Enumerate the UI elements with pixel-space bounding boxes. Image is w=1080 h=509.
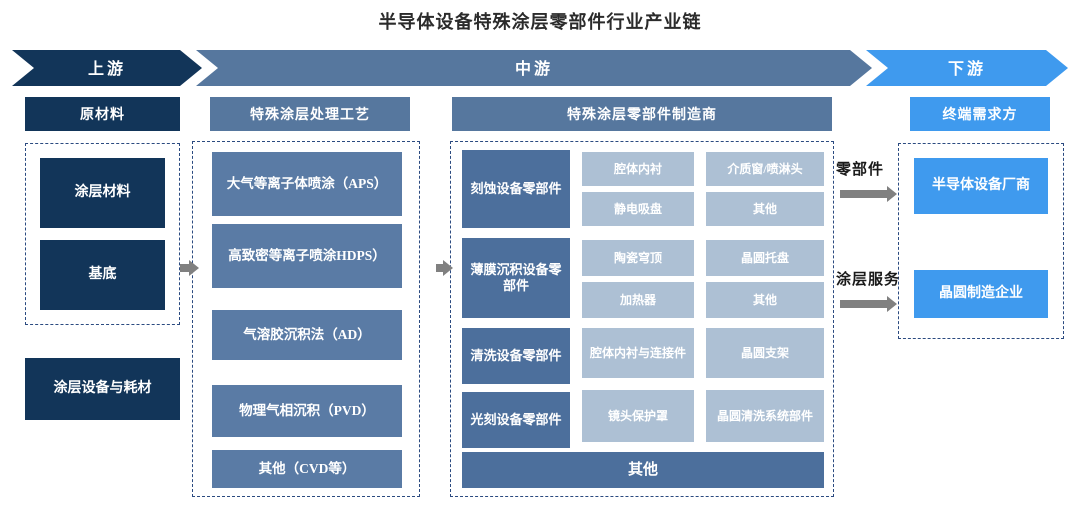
node-manufacturers-other[interactable]: 其他: [462, 452, 824, 488]
node-item-lens-protector[interactable]: 镜头保护罩: [582, 390, 694, 442]
node-item-dielectric-window-showerhead[interactable]: 介质窗/喷淋头: [706, 152, 824, 186]
node-process-ad[interactable]: 气溶胶沉积法（AD）: [212, 310, 402, 360]
group-frame-raw-materials: [25, 143, 180, 325]
node-item-heater[interactable]: 加热器: [582, 282, 694, 318]
node-item-wafer-holder[interactable]: 晶圆支架: [706, 328, 824, 378]
node-process-other[interactable]: 其他（CVD等）: [212, 450, 402, 488]
banner-upstream-label: 上游: [87, 61, 126, 78]
group-frame-downstream: [898, 143, 1064, 339]
node-item-electrostatic-chuck[interactable]: 静电吸盘: [582, 192, 694, 226]
page-title: 半导体设备特殊涂层零部件行业产业链: [378, 12, 702, 32]
node-coating-equipment-consumables[interactable]: 涂层设备与耗材: [25, 358, 180, 420]
node-process-hdps[interactable]: 高致密等离子喷涂HDPS）: [212, 224, 402, 288]
flow-label-coating-service: 涂层服务: [836, 272, 901, 288]
header-end-demand: 终端需求方: [910, 97, 1050, 131]
banner-downstream-label: 下游: [947, 61, 986, 78]
flow-label-parts: 零部件: [836, 162, 885, 178]
header-raw-materials: 原材料: [25, 97, 180, 131]
node-process-pvd[interactable]: 物理气相沉积（PVD）: [212, 385, 402, 437]
node-semiconductor-equipment-vendor[interactable]: 半导体设备厂商: [914, 158, 1048, 214]
node-item-liner-and-connector[interactable]: 腔体内衬与连接件: [582, 328, 694, 378]
banner-downstream: 下游: [866, 50, 1068, 86]
node-category-deposition-parts[interactable]: 薄膜沉积设备零部件: [462, 238, 570, 318]
group-frame-manufacturers: [450, 141, 834, 497]
node-wafer-fab-enterprise[interactable]: 晶圆制造企业: [914, 270, 1048, 318]
group-frame-coating-process: [192, 141, 420, 497]
node-item-wafer-tray[interactable]: 晶圆托盘: [706, 240, 824, 276]
node-category-cleaning-parts[interactable]: 清洗设备零部件: [462, 328, 570, 384]
node-process-aps[interactable]: 大气等离子体喷涂（APS）: [212, 152, 402, 216]
node-item-etch-other[interactable]: 其他: [706, 192, 824, 226]
banner-midstream-label: 中游: [514, 61, 553, 78]
node-item-deposition-other[interactable]: 其他: [706, 282, 824, 318]
arrow-coating-service-to-fab-icon: [840, 296, 897, 312]
header-parts-manufacturers: 特殊涂层零部件制造商: [452, 97, 832, 131]
node-item-wafer-cleaning-system-parts[interactable]: 晶圆清洗系统部件: [706, 390, 824, 442]
node-substrate[interactable]: 基底: [40, 240, 165, 310]
node-item-ceramic-dome[interactable]: 陶瓷穹顶: [582, 240, 694, 276]
node-category-etch-parts[interactable]: 刻蚀设备零部件: [462, 150, 570, 228]
node-category-litho-parts[interactable]: 光刻设备零部件: [462, 392, 570, 448]
node-coating-material[interactable]: 涂层材料: [40, 158, 165, 228]
arrow-upstream-to-process-icon: [180, 260, 199, 276]
arrow-parts-to-equipment-vendor-icon: [840, 186, 897, 202]
banner-upstream: 上游: [12, 50, 202, 86]
banner-midstream: 中游: [196, 50, 872, 86]
header-coating-process: 特殊涂层处理工艺: [210, 97, 410, 131]
node-item-chamber-liner[interactable]: 腔体内衬: [582, 152, 694, 186]
arrow-process-to-manufacturers-icon: [436, 260, 453, 276]
